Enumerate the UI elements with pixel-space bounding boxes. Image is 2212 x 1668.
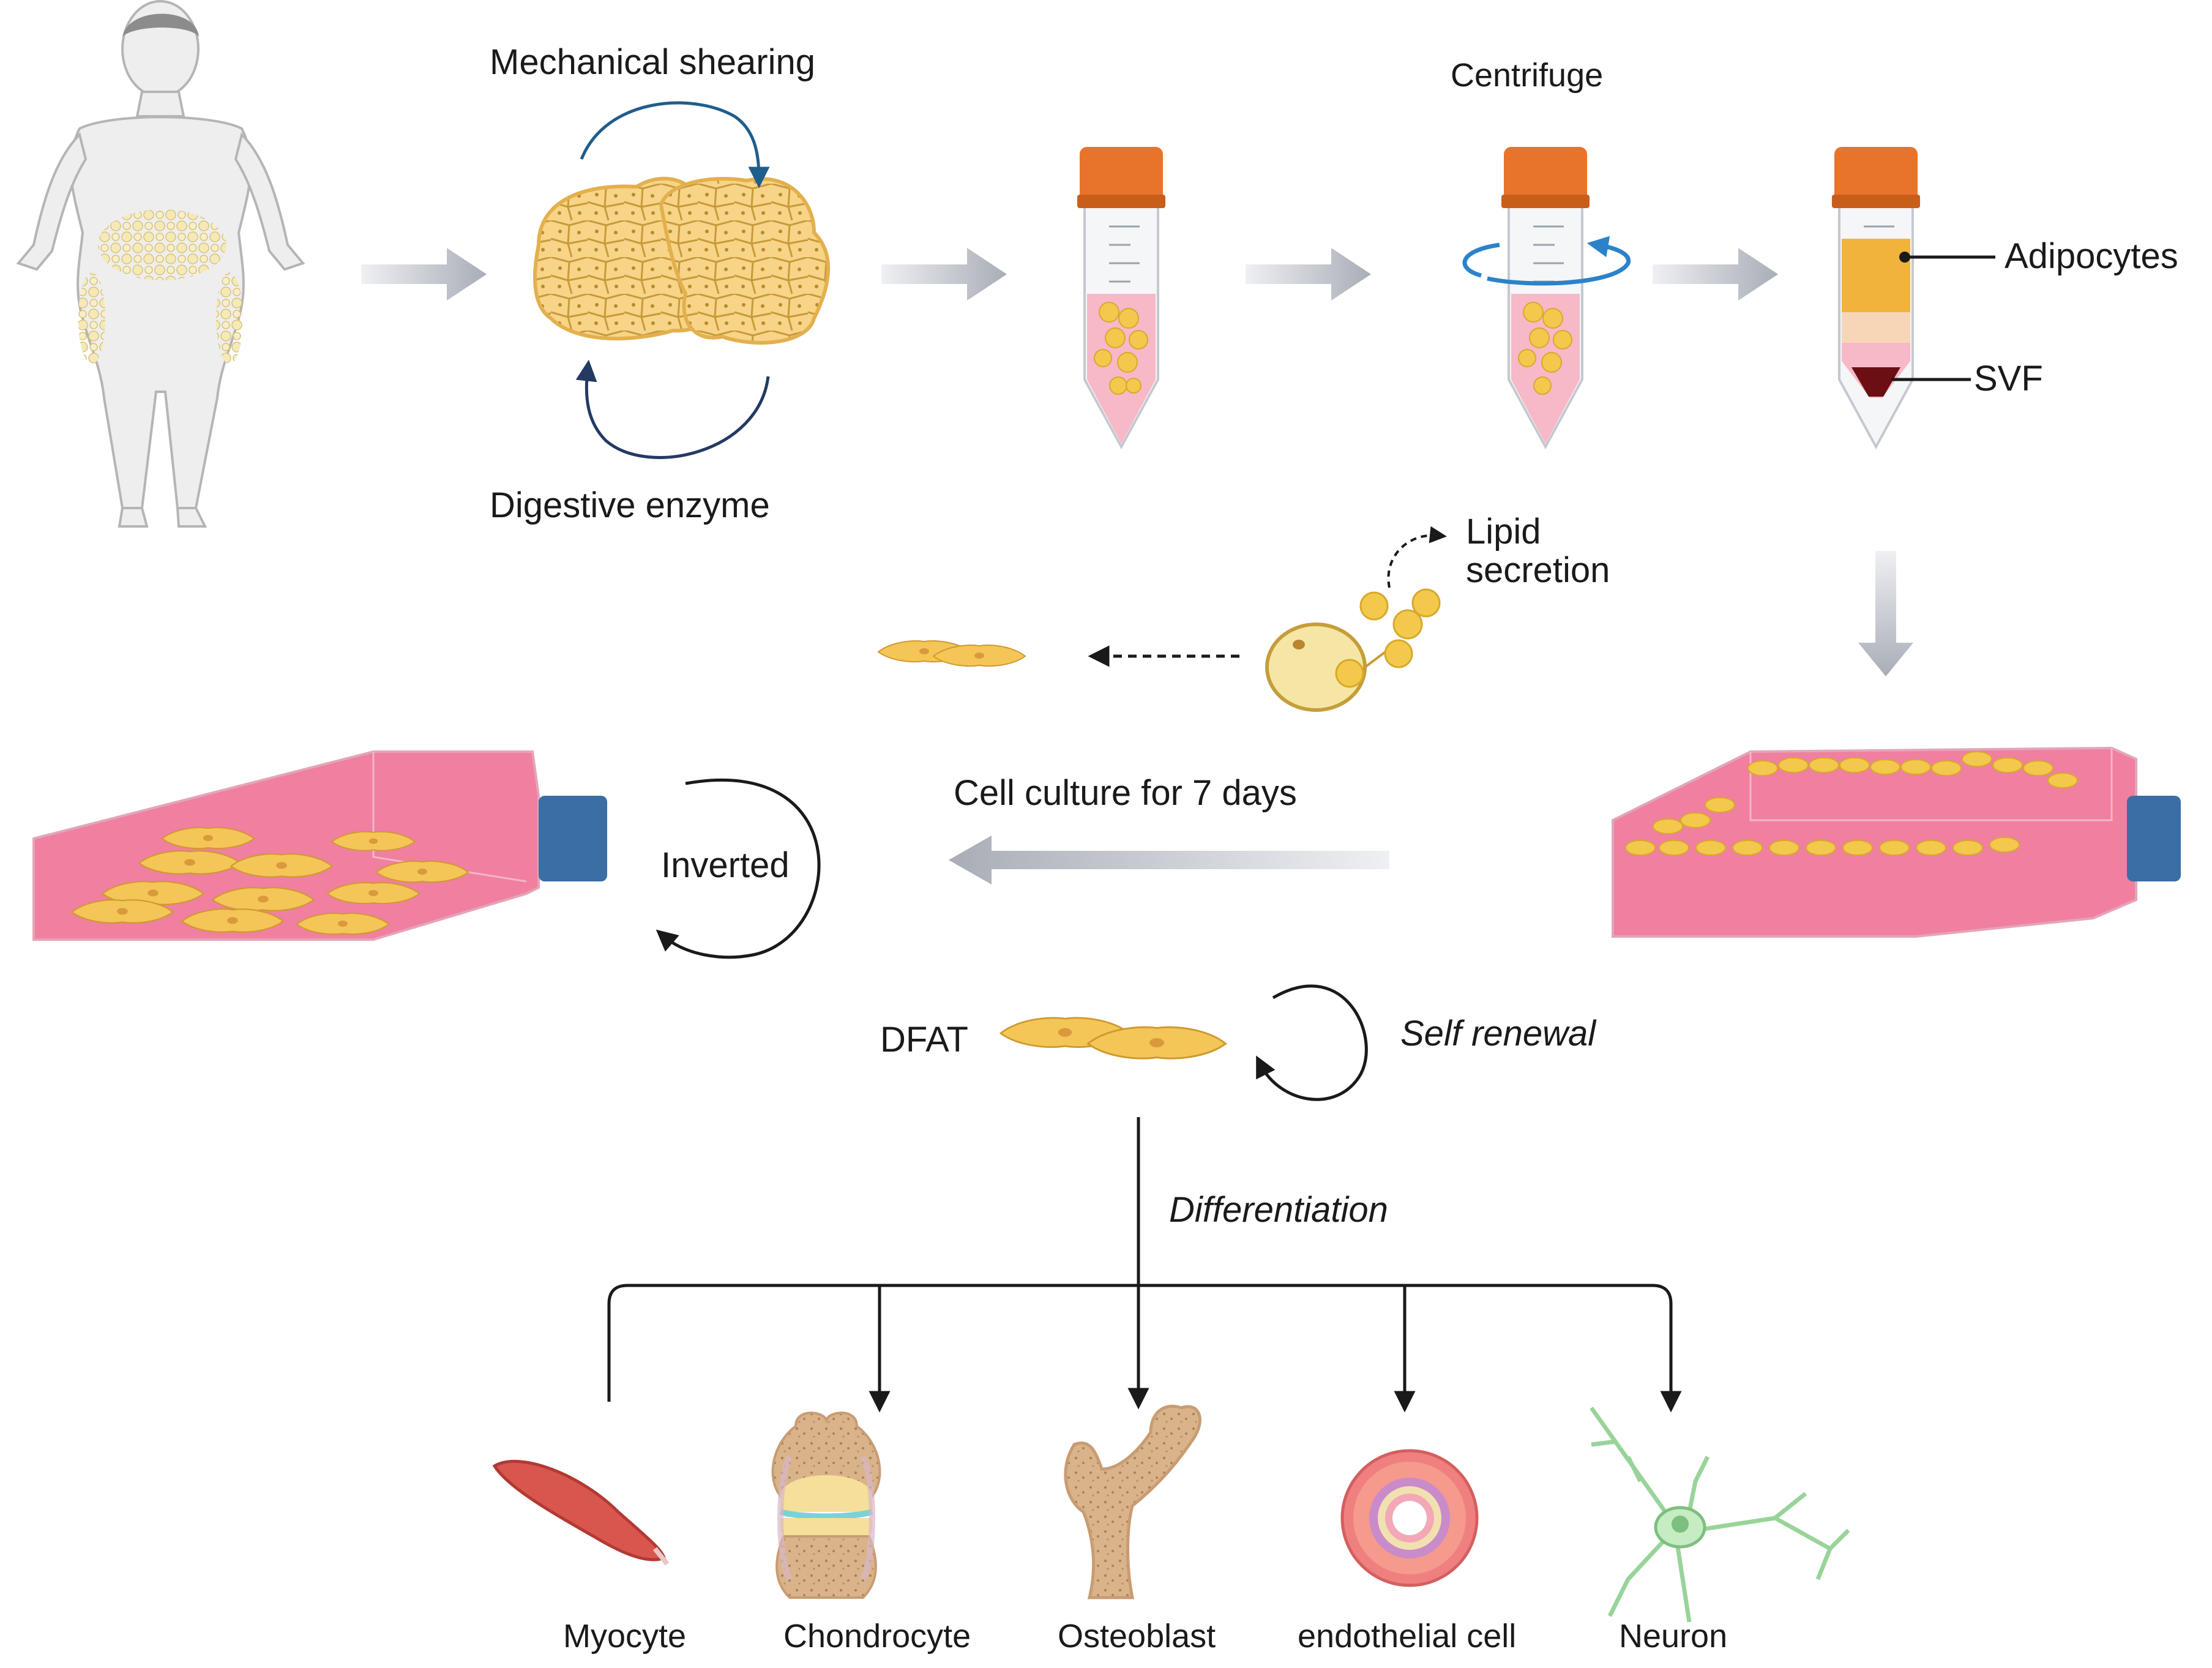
centrifuge-label: Centrifuge: [1451, 57, 1604, 94]
svf-label: SVF: [1974, 359, 2043, 398]
dfat-cells: [1000, 1017, 1227, 1060]
process-arrows-top: [361, 248, 1778, 301]
centrifuge-spin-arrow: [1462, 236, 1631, 286]
thigh-fat-right: [216, 272, 243, 364]
differentiation-tree: [607, 1117, 1682, 1413]
tube-separated: [1831, 146, 1921, 448]
dfat-label: DFAT: [880, 1020, 968, 1060]
adipose-tissue: [533, 176, 830, 345]
culture-arrow: [949, 836, 1389, 884]
abdominal-fat: [98, 209, 226, 280]
process-arrow-down: [1858, 551, 1913, 676]
lipid-label: Lipid: [1466, 512, 1541, 552]
human-figure: [16, 0, 305, 528]
tube-centrifuge: [1500, 146, 1591, 448]
myocyte-label: Myocyte: [563, 1618, 687, 1655]
neuron-icon: [1590, 1406, 1850, 1623]
chondrocyte-label: Chondrocyte: [783, 1618, 971, 1655]
mechanical-arc-arrow: [580, 101, 770, 189]
chondrocyte-icon: [771, 1412, 881, 1599]
endothelial-cell-label: endothelial cell: [1298, 1618, 1517, 1655]
myocyte-icon: [492, 1459, 670, 1566]
adipocytes-label: Adipocytes: [2005, 236, 2178, 276]
thigh-fat-left: [78, 272, 105, 364]
lipid-secretion-arrow: [1387, 526, 1447, 588]
self-renewal-arrow: [1256, 984, 1368, 1101]
mechanical-shearing-label: Mechanical shearing: [490, 42, 815, 82]
self-renewal-label: Self renewal: [1400, 1014, 1596, 1053]
cell-culture-label: Cell culture for 7 days: [954, 773, 1297, 813]
enzyme-arc-arrow: [575, 359, 770, 459]
osteoblast-icon: [1064, 1404, 1201, 1599]
digestive-enzyme-label: Digestive enzyme: [490, 485, 770, 525]
osteoblast-label: Osteoblast: [1058, 1618, 1216, 1655]
secretion-label: secretion: [1466, 550, 1610, 590]
flask-inverted: [32, 750, 607, 941]
differentiation-label: Differentiation: [1169, 1190, 1388, 1230]
mature-adipocyte: [1265, 623, 1391, 712]
inverted-label: Inverted: [661, 845, 790, 885]
dedifferentiated-cells: [878, 640, 1026, 667]
lipid-droplets: [1359, 588, 1441, 668]
inverted-arc-arrow: [656, 778, 821, 959]
tube-digested: [1076, 146, 1167, 448]
flask-ceiling-culture: [1612, 746, 2181, 938]
neuron-label: Neuron: [1619, 1618, 1728, 1655]
endothelial-cell-icon: [1340, 1449, 1479, 1587]
